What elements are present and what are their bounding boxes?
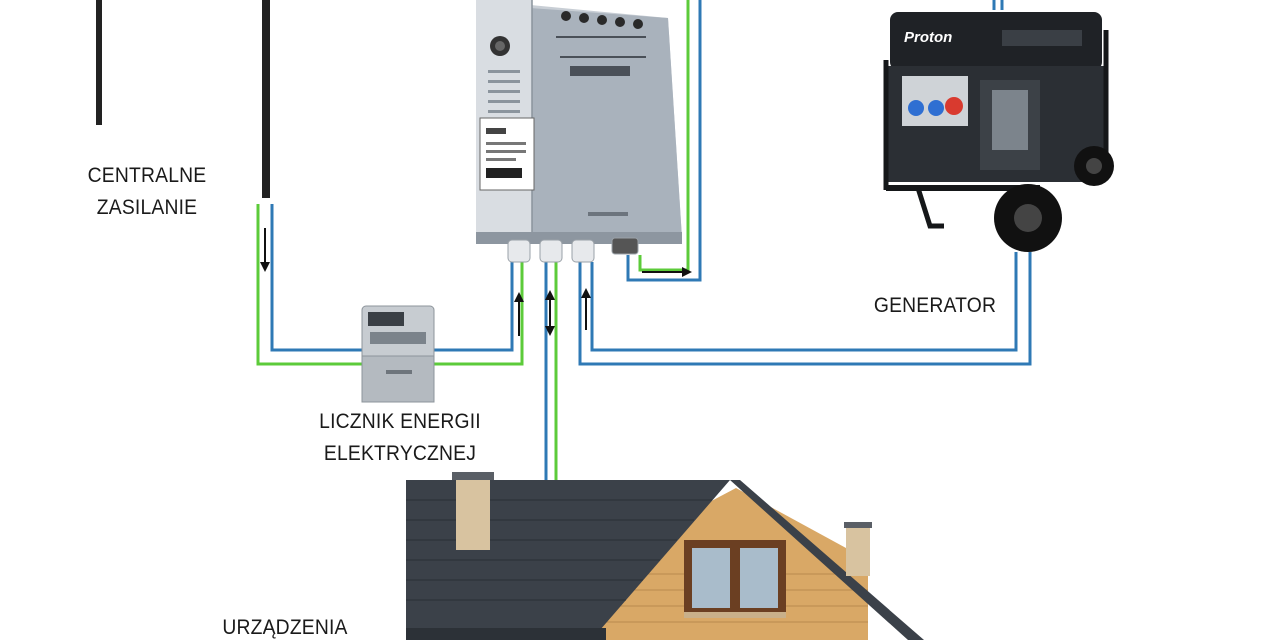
wire-mains-to-meter — [256, 204, 362, 366]
wire-meter-to-controller — [434, 262, 524, 366]
label-generator: GENERATOR — [873, 294, 997, 317]
indicator-lamps-icon — [561, 11, 643, 29]
utility-pole-left — [96, 0, 102, 125]
wire-controller-output-top — [626, 0, 1004, 282]
rotary-knob-icon — [490, 36, 510, 56]
generator: Proton — [883, 12, 1114, 252]
label-energy-meter-line2: ELEKTRYCZNEJ — [323, 442, 477, 465]
arrow-up-generator — [581, 288, 591, 330]
arrow-bidirectional-house — [545, 290, 555, 336]
arrow-down-mains — [260, 228, 270, 272]
chimney-icon — [452, 472, 494, 550]
label-devices: URZĄDZENIA — [222, 616, 348, 639]
utility-pole-right — [262, 0, 270, 198]
label-central-power: CENTRALNE ZASILANIE — [78, 160, 216, 224]
wire-generator-to-controller — [578, 252, 1032, 366]
energy-meter — [361, 305, 435, 403]
rating-label-icon — [479, 117, 535, 191]
ats-controller — [476, 0, 682, 263]
chimney-small-icon — [844, 522, 872, 576]
arrow-up-to-controller — [514, 292, 524, 336]
house — [406, 472, 924, 640]
window-icon — [684, 540, 786, 618]
arrow-right-output — [642, 267, 692, 277]
control-panel-markings-icon — [556, 36, 646, 76]
cable-glands — [507, 237, 639, 263]
label-energy-meter: LICZNIK ENERGII ELEKTRYCZNEJ — [299, 406, 501, 470]
label-central-power-line2: ZASILANIE — [96, 196, 198, 219]
label-energy-meter-line1: LICZNIK ENERGII — [319, 410, 481, 433]
generator-brand: Proton — [904, 29, 952, 46]
label-central-power-line1: CENTRALNE — [87, 164, 207, 187]
